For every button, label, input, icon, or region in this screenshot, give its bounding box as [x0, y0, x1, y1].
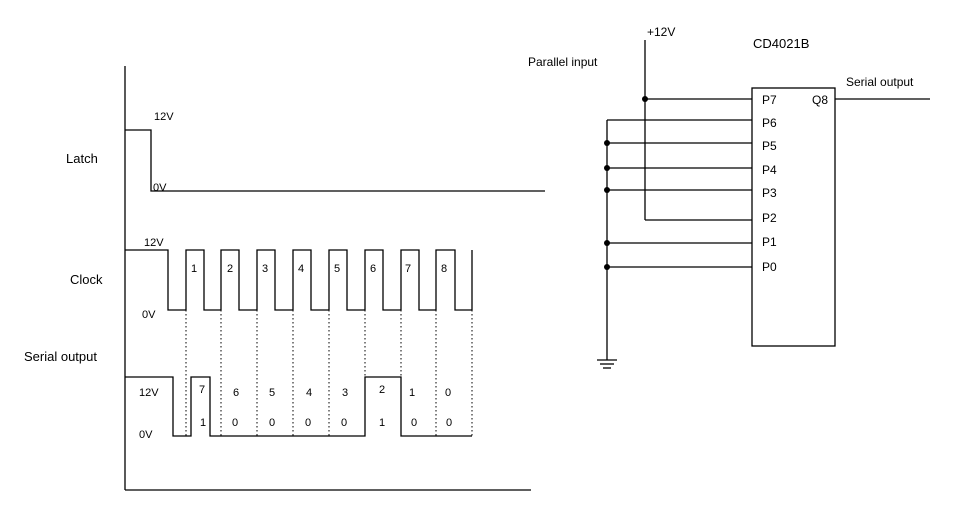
serial-bit-name: 5 — [269, 387, 275, 399]
parallel-input-label: Parallel input — [528, 55, 598, 69]
serial-bit-name: 2 — [379, 384, 385, 396]
serial-bit-value: 0 — [411, 417, 417, 429]
serial-low-level: 0V — [139, 429, 153, 441]
latch-row-label: Latch — [66, 151, 98, 166]
junction-dots — [604, 96, 648, 270]
pin-label-p0: P0 — [762, 260, 777, 274]
latch-waveform — [125, 129, 545, 192]
serial-bit-value: 0 — [446, 417, 452, 429]
serial-bit-value: 1 — [379, 417, 385, 429]
serial-bit-name: 0 — [445, 387, 451, 399]
clock-pulse-label: 5 — [334, 263, 340, 275]
serial-bit-value: 0 — [341, 417, 347, 429]
pin-label-p1: P1 — [762, 235, 777, 249]
clock-waveform — [125, 249, 473, 311]
clock-pulse-label: 4 — [298, 263, 304, 275]
clock-high-level: 12V — [144, 237, 164, 249]
serial-bit-value: 1 — [200, 417, 206, 429]
circuit-schematic: CD4021B +12V Parallel input — [528, 25, 930, 369]
clock-pulse-label: 6 — [370, 263, 376, 275]
supply-voltage-label: +12V — [647, 25, 675, 39]
serial-bit-value: 0 — [269, 417, 275, 429]
serial-bit-name: 4 — [306, 387, 312, 399]
clock-row-label: Clock — [70, 272, 103, 287]
serial-output-row-label: Serial output — [24, 349, 97, 364]
pin-label-p5: P5 — [762, 139, 777, 153]
pin-label-p3: P3 — [762, 186, 777, 200]
serial-bit-name: 7 — [199, 384, 205, 396]
bit-boundary-guides — [185, 310, 473, 436]
pin-label-p2: P2 — [762, 211, 777, 225]
clock-pulse-label: 7 — [405, 263, 411, 275]
output-pin-label: Q8 — [812, 93, 828, 107]
clock-pulse-label: 1 — [191, 263, 197, 275]
serial-bit-value: 0 — [305, 417, 311, 429]
serial-output-waveform — [125, 376, 472, 437]
clock-pulse-label: 8 — [441, 263, 447, 275]
latch-low-level: 0V — [153, 182, 167, 194]
pin-label-p4: P4 — [762, 163, 777, 177]
cd4021b-chip-body — [751, 87, 836, 347]
timing-diagram: Latch Clock Serial output 12V 0V 12V 0V … — [24, 66, 545, 491]
ground-symbol — [597, 359, 617, 369]
clock-pulse-label: 3 — [262, 263, 268, 275]
chip-name-label: CD4021B — [753, 36, 809, 51]
serial-high-level: 12V — [139, 387, 159, 399]
latch-high-level: 12V — [154, 111, 174, 123]
clock-pulse-label: 2 — [227, 263, 233, 275]
pin-label-p6: P6 — [762, 116, 777, 130]
serial-bit-name: 1 — [409, 387, 415, 399]
serial-output-label: Serial output — [846, 75, 914, 89]
clock-low-level: 0V — [142, 309, 156, 321]
serial-bit-name: 3 — [342, 387, 348, 399]
serial-bit-value: 0 — [232, 417, 238, 429]
serial-bit-name: 6 — [233, 387, 239, 399]
pin-label-p7: P7 — [762, 93, 777, 107]
